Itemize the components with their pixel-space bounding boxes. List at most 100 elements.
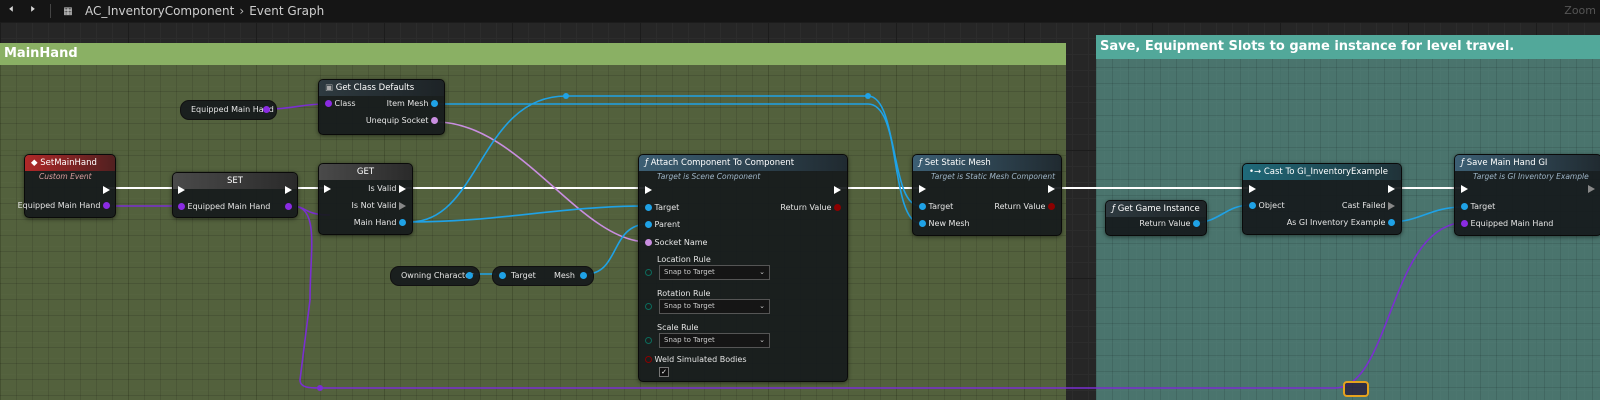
object-pin-icon[interactable] <box>580 272 587 279</box>
struct-pin-icon[interactable] <box>263 106 270 113</box>
graph-toolbar: 🢐 🢒 ▦ AC_InventoryComponent › Event Grap… <box>0 0 1600 22</box>
set-static-mesh-node[interactable]: ƒ Set Static Mesh Target is Static Mesh … <box>912 154 1062 236</box>
class-pin[interactable]: Class <box>325 99 356 108</box>
exec-in-pin[interactable] <box>178 185 185 194</box>
mesh-label: Mesh <box>553 271 575 280</box>
breadcrumb-graph[interactable]: Event Graph <box>249 4 325 18</box>
object-pin-icon <box>1193 220 1200 227</box>
unequip-socket-pin[interactable]: Unequip Socket <box>366 116 438 125</box>
selected-reroute-node[interactable] <box>1343 381 1369 397</box>
exec-in-pin[interactable] <box>1249 184 1256 193</box>
item-mesh-pin[interactable]: Item Mesh <box>387 99 438 108</box>
arrow-right-icon[interactable]: 🢒 <box>30 2 36 17</box>
equipped-main-hand-out-pin[interactable]: Equipped Main Hand <box>18 201 110 210</box>
object-pin-icon[interactable] <box>499 272 506 279</box>
exec-pin-icon <box>645 185 652 194</box>
enum-pin-icon[interactable] <box>645 302 652 311</box>
chevron-down-icon: ⌄ <box>759 336 765 344</box>
exec-out-pin[interactable] <box>285 185 292 194</box>
parent-pin[interactable]: Parent <box>645 220 680 229</box>
main-hand-pin[interactable]: Main Hand <box>354 218 406 227</box>
attach-component-node[interactable]: ƒ Attach Component To Component Target i… <box>638 154 848 382</box>
weld-pin[interactable]: Weld Simulated Bodies <box>645 355 747 364</box>
socket-name-pin[interactable]: Socket Name <box>645 238 707 247</box>
scale-rule-select[interactable]: Snap to Target⌄ <box>659 333 770 348</box>
save-main-hand-gi-node[interactable]: ƒ Save Main Hand GI Target is GI Invento… <box>1454 154 1600 236</box>
cast-failed-pin[interactable]: Cast Failed <box>1342 201 1395 210</box>
set-main-hand-event-node[interactable]: ◆ SetMainHand Custom Event Equipped Main… <box>18 154 116 218</box>
toolbar-divider <box>50 4 51 18</box>
object-pin[interactable]: Object <box>1249 201 1285 210</box>
reroute-knot <box>563 93 569 99</box>
node-title: SET <box>173 173 297 189</box>
object-pin-icon <box>919 203 926 210</box>
enum-pin-icon[interactable] <box>645 268 652 277</box>
weld-checkbox[interactable]: ✓ <box>659 367 669 377</box>
new-mesh-pin[interactable]: New Mesh <box>919 219 970 228</box>
set-variable-node[interactable]: SET Equipped Main Hand <box>172 172 298 218</box>
mesh-getter-node[interactable]: Target Mesh <box>492 266 594 286</box>
equipped-main-hand-out-pin[interactable] <box>285 202 292 211</box>
struct-pin-icon <box>103 202 110 209</box>
exec-in-pin[interactable] <box>919 184 926 193</box>
target-pin[interactable]: Target <box>919 202 953 211</box>
exec-pin-icon <box>1249 184 1256 193</box>
object-pin-icon[interactable] <box>466 272 473 279</box>
struct-wire <box>291 205 1461 389</box>
exec-in-pin[interactable] <box>645 185 652 194</box>
reroute-knot <box>865 93 871 99</box>
location-rule-select[interactable]: Snap to Target⌄ <box>659 265 770 280</box>
function-icon: ƒ <box>1112 204 1115 214</box>
node-subtitle: Target is Scene Component <box>657 172 761 181</box>
exec-in-pin[interactable] <box>1461 184 1468 193</box>
arrow-left-icon[interactable]: 🢐 <box>8 2 14 17</box>
owning-character-getter[interactable]: Owning Character <box>390 266 480 286</box>
exec-pin-icon <box>178 185 185 194</box>
equipped-main-hand-pin[interactable]: Equipped Main Hand <box>1461 219 1553 228</box>
node-title: GET <box>319 164 412 180</box>
breadcrumb-blueprint[interactable]: AC_InventoryComponent <box>85 4 235 18</box>
node-title: ◆ SetMainHand <box>25 155 115 171</box>
comment-mainhand-title[interactable]: MainHand <box>0 43 1066 65</box>
blueprint-tree-icon: ▦ <box>63 5 73 17</box>
exec-out-pin[interactable] <box>1388 184 1395 193</box>
exec-out-pin[interactable] <box>103 185 110 194</box>
name-pin-icon <box>431 117 438 124</box>
get-class-defaults-node[interactable]: ▣ Get Class Defaults Class Item Mesh Une… <box>318 79 445 135</box>
exec-pin-icon <box>834 185 841 194</box>
event-diamond-icon: ◆ <box>31 158 38 168</box>
is-not-valid-pin[interactable]: Is Not Valid <box>352 201 406 210</box>
validated-get-node[interactable]: GET Is Valid Is Not Valid Main Hand <box>318 163 413 235</box>
exec-pin-icon <box>399 184 406 193</box>
get-game-instance-node[interactable]: ƒ Get Game Instance Return Value <box>1105 200 1207 236</box>
getter-label: Owning Character <box>401 271 474 280</box>
equipped-main-hand-getter[interactable]: Equipped Main Hand <box>180 100 277 120</box>
object-wire <box>585 223 649 275</box>
cast-to-gi-node[interactable]: •→ Cast To GI_InventoryExample Object Ca… <box>1242 163 1402 235</box>
node-subtitle: Custom Event <box>39 172 92 181</box>
struct-pin-icon <box>1461 220 1468 227</box>
target-pin[interactable]: Target <box>645 203 679 212</box>
object-pin-icon <box>645 204 652 211</box>
return-value-pin[interactable]: Return Value <box>780 203 841 212</box>
exec-in-pin[interactable] <box>324 184 331 193</box>
cast-icon: •→ <box>1249 167 1262 177</box>
function-icon: ƒ <box>919 158 922 168</box>
comment-save-title[interactable]: Save, Equipment Slots to game instance f… <box>1096 35 1600 59</box>
rotation-rule-select[interactable]: Snap to Target⌄ <box>659 299 770 314</box>
chevron-down-icon: ⌄ <box>759 268 765 276</box>
as-gi-pin[interactable]: As GI Inventory Example <box>1287 218 1395 227</box>
target-pin[interactable]: Target <box>1461 202 1495 211</box>
comment-mainhand[interactable]: MainHand <box>0 43 1066 400</box>
struct-pin-icon <box>285 203 292 210</box>
return-value-pin[interactable]: Return Value <box>1139 219 1200 228</box>
exec-out-pin[interactable] <box>1588 184 1595 193</box>
return-value-pin[interactable]: Return Value <box>994 202 1055 211</box>
exec-out-pin[interactable] <box>1048 184 1055 193</box>
is-valid-pin[interactable]: Is Valid <box>368 184 406 193</box>
equipped-main-hand-in-pin[interactable]: Equipped Main Hand <box>178 202 270 211</box>
exec-pin-icon <box>919 184 926 193</box>
comment-save[interactable]: Save, Equipment Slots to game instance f… <box>1096 35 1600 400</box>
enum-pin-icon[interactable] <box>645 336 652 345</box>
exec-out-pin[interactable] <box>834 185 841 194</box>
